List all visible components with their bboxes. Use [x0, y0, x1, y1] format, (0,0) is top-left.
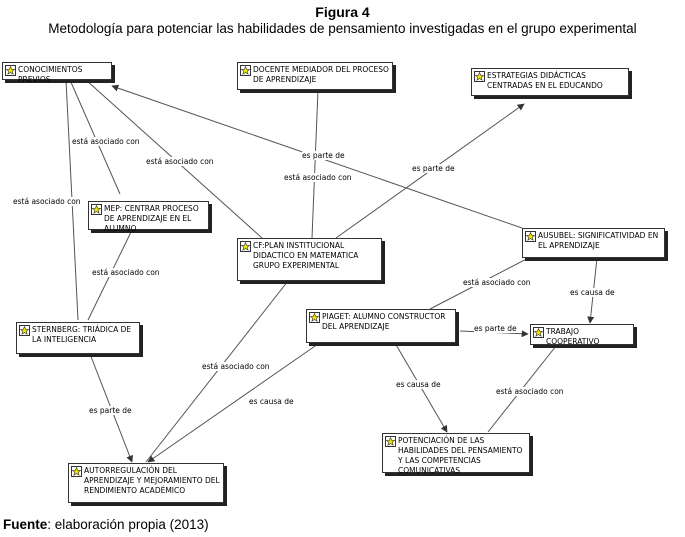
- link-label: es causa de: [396, 380, 441, 389]
- link-label: está asociado con: [284, 173, 352, 182]
- star-icon: [385, 436, 396, 447]
- node-label: AUSUBEL: SIGNIFICATIVIDAD EN EL APRENDIZ…: [538, 231, 659, 250]
- line-cf-autorregulacion: [145, 280, 289, 463]
- figure-subtitle: Metodología para potenciar las habilidad…: [48, 21, 637, 36]
- star-icon: [5, 65, 16, 76]
- node-docente-mediador: DOCENTE MEDIADOR DEL PROCESO DE APRENDIZ…: [237, 62, 393, 90]
- star-icon: [533, 327, 544, 338]
- node-ausubel: AUSUBEL: SIGNIFICATIVIDAD EN EL APRENDIZ…: [522, 228, 665, 258]
- source-note: Fuente: elaboración propia (2013): [3, 517, 209, 532]
- star-icon: [525, 231, 536, 242]
- star-icon: [91, 204, 102, 215]
- star-icon: [71, 466, 82, 477]
- star-icon: [240, 241, 251, 252]
- source-text: : elaboración propia (2013): [47, 517, 209, 532]
- link-label: está asociado con: [202, 362, 270, 371]
- node-label: PIAGET: ALUMNO CONSTRUCTOR DEL APRENDIZA…: [322, 312, 446, 331]
- star-icon: [19, 325, 30, 336]
- link-label: es causa de: [249, 397, 294, 406]
- node-label: POTENCIACIÓN DE LAS HABILIDADES DEL PENS…: [398, 436, 523, 475]
- link-label: está asociado con: [72, 137, 140, 146]
- link-label: es parte de: [474, 324, 517, 333]
- link-label: es parte de: [89, 406, 132, 415]
- node-label: TRABAJO COOPERATIVO: [546, 327, 600, 346]
- node-label: MEP: CENTRAR PROCESO DE APRENDIZAJE EN E…: [104, 204, 199, 233]
- node-label: ESTRATEGIAS DIDÁCTICAS CENTRADAS EN EL E…: [487, 71, 603, 90]
- link-label: está asociado con: [496, 387, 564, 396]
- node-cf-plan-institucional: CF:PLAN INSTITUCIONAL DIDACTICO EN MATEM…: [237, 238, 382, 281]
- node-label: DOCENTE MEDIADOR DEL PROCESO DE APRENDIZ…: [253, 65, 389, 84]
- node-label: STERNBERG: TRIÁDICA DE LA INTELIGENCIA: [32, 325, 132, 344]
- node-trabajo-cooperativo: TRABAJO COOPERATIVO: [530, 324, 634, 346]
- link-label: es parte de: [412, 164, 455, 173]
- node-label: CF:PLAN INSTITUCIONAL DIDACTICO EN MATEM…: [253, 241, 359, 270]
- star-icon: [240, 65, 251, 76]
- source-label: Fuente: [3, 517, 48, 532]
- link-label: está asociado con: [146, 157, 214, 166]
- node-estrategias-didacticas: ESTRATEGIAS DIDÁCTICAS CENTRADAS EN EL E…: [471, 68, 629, 96]
- node-sternberg: STERNBERG: TRIÁDICA DE LA INTELIGENCIA: [16, 322, 140, 354]
- link-label: es parte de: [302, 151, 345, 160]
- node-label: CONOCIMIENTOS PREVIOS: [18, 65, 83, 84]
- figure-title: Figura 4: [315, 4, 370, 20]
- link-label: está asociado con: [463, 278, 531, 287]
- link-label: está asociado con: [13, 197, 81, 206]
- line-docente-cf: [311, 89, 319, 239]
- link-label: es causa de: [570, 288, 615, 297]
- node-piaget: PIAGET: ALUMNO CONSTRUCTOR DEL APRENDIZA…: [306, 309, 456, 343]
- node-potenciacion: POTENCIACIÓN DE LAS HABILIDADES DEL PENS…: [382, 433, 530, 475]
- node-mep: MEP: CENTRAR PROCESO DE APRENDIZAJE EN E…: [88, 201, 209, 233]
- star-icon: [309, 312, 320, 323]
- node-label: AUTORREGULACIÓN DEL APRENDIZAJE Y MEJORA…: [84, 466, 220, 495]
- star-icon: [474, 71, 485, 82]
- node-conocimientos-previos: CONOCIMIENTOS PREVIOS: [2, 62, 112, 84]
- arrow-piaget-autorregulacion: [147, 343, 319, 463]
- link-label: está asociado con: [92, 268, 160, 277]
- node-autorregulacion: AUTORREGULACIÓN DEL APRENDIZAJE Y MEJORA…: [68, 463, 224, 503]
